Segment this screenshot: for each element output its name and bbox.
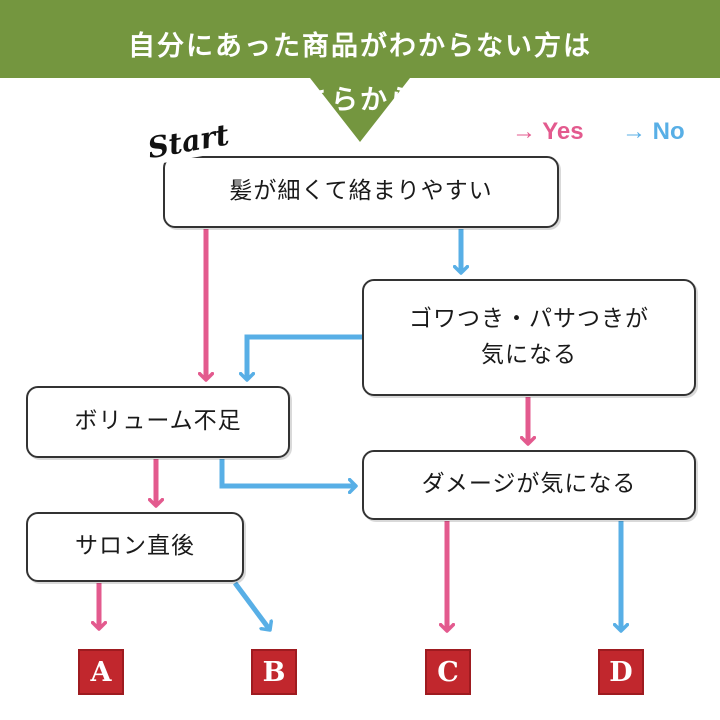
question-text: 髪が細くて絡まりやすい: [229, 178, 493, 205]
arrow-q2-no-to-q3: [247, 334, 362, 380]
question-text: ダメージが気になる: [421, 471, 637, 498]
question-box-coarse-dry-hair: ゴワつき・パサつきが 気になる: [362, 279, 696, 396]
question-box-lack-of-volume: ボリューム不足: [26, 386, 290, 458]
result-badge-b: B: [251, 649, 297, 695]
result-badge-c: C: [425, 649, 471, 695]
banner-title-line-1: 自分にあった商品がわからない方は: [128, 31, 592, 62]
question-text-line-1: ゴワつき・パサつきが: [409, 305, 649, 332]
legend-no: → No: [622, 118, 685, 145]
question-box-just-after-salon: サロン直後: [26, 512, 244, 582]
question-box-damage-concern: ダメージが気になる: [362, 450, 696, 520]
banner-title-line-2: こちらから！: [273, 85, 447, 116]
question-text: ボリューム不足: [74, 408, 242, 435]
question-text-line-2: 気になる: [481, 341, 577, 368]
arrow-q3-no-to-q4: [219, 459, 356, 486]
question-box-fine-tangly-hair: 髪が細くて絡まりやすい: [163, 156, 559, 228]
question-text: サロン直後: [75, 533, 195, 560]
legend-yes: → Yes: [512, 118, 584, 145]
result-badge-a: A: [78, 649, 124, 695]
result-badge-d: D: [598, 649, 644, 695]
arrow-q5-no-to-b: [232, 581, 270, 630]
